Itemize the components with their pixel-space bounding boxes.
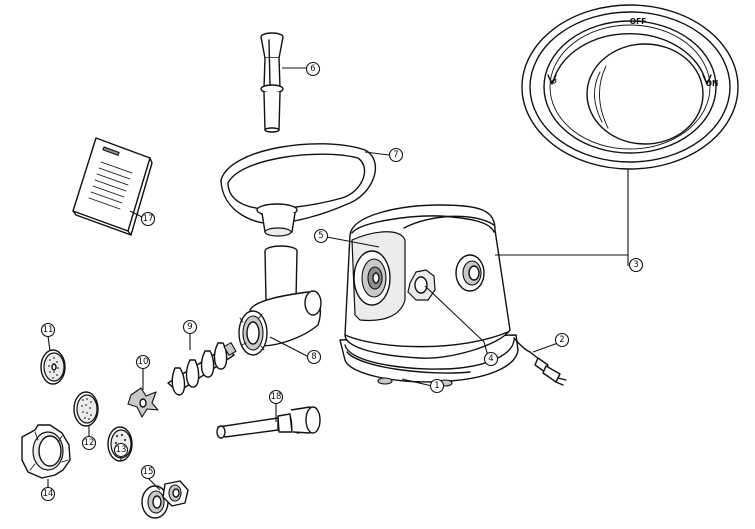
sausage-horn — [216, 406, 321, 439]
callout-4-label: 4 — [488, 354, 493, 364]
callout-13-label: 13 — [116, 445, 127, 455]
food-pusher — [260, 32, 284, 133]
callout-5-label: 5 — [318, 231, 323, 241]
dial-reverse-symbol: ↺ — [551, 77, 557, 86]
callout-9-label: 9 — [187, 322, 192, 332]
callout-1-label: 1 — [434, 381, 439, 391]
callout-13: 13 — [113, 442, 129, 458]
kebbe-attachment — [141, 480, 189, 519]
switch-dial-inset: OFF ON ↺ — [521, 4, 739, 170]
callout-3-label: 3 — [633, 260, 638, 270]
motor-housing — [339, 204, 567, 387]
callout-11-label: 11 — [43, 325, 54, 335]
callout-14-label: 14 — [43, 489, 54, 499]
callout-6-label: 6 — [310, 64, 315, 74]
callout-12-label: 12 — [84, 438, 95, 448]
instruction-booklet — [72, 137, 153, 236]
callout-18-label: 18 — [271, 392, 282, 402]
callout-4: 4 — [483, 351, 499, 367]
callout-2-label: 2 — [559, 335, 564, 345]
cutting-plate-medium — [73, 391, 99, 427]
leader-lines — [47, 67, 629, 491]
dial-on-label: ON — [706, 79, 719, 88]
callout-11: 11 — [40, 322, 56, 338]
grinder-head — [238, 245, 322, 356]
dial-off-label: OFF — [630, 17, 647, 26]
feed-screw-auger — [167, 342, 237, 396]
callout-5: 5 — [313, 228, 329, 244]
callout-6: 6 — [305, 61, 321, 77]
callout-10-label: 10 — [138, 357, 149, 367]
callout-8: 8 — [306, 349, 322, 365]
callout-15-label: 15 — [143, 467, 154, 477]
callout-9: 9 — [182, 319, 198, 335]
cutter-blade — [127, 387, 159, 418]
callout-1: 1 — [429, 378, 445, 394]
callout-8-label: 8 — [311, 352, 316, 362]
cutting-plate-fine — [40, 349, 66, 385]
callout-17: 17 — [140, 211, 156, 227]
callout-3: 3 — [628, 257, 644, 273]
food-tray — [220, 143, 376, 237]
callout-10: 10 — [135, 354, 151, 370]
callout-7: 7 — [388, 147, 404, 163]
callout-7-label: 7 — [393, 150, 398, 160]
callout-12: 12 — [81, 435, 97, 451]
callout-18: 18 — [268, 389, 284, 405]
callout-17-label: 17 — [143, 214, 154, 224]
callout-14: 14 — [40, 486, 56, 502]
callout-15: 15 — [140, 464, 156, 480]
ring-nut — [21, 424, 71, 479]
callout-2: 2 — [554, 332, 570, 348]
